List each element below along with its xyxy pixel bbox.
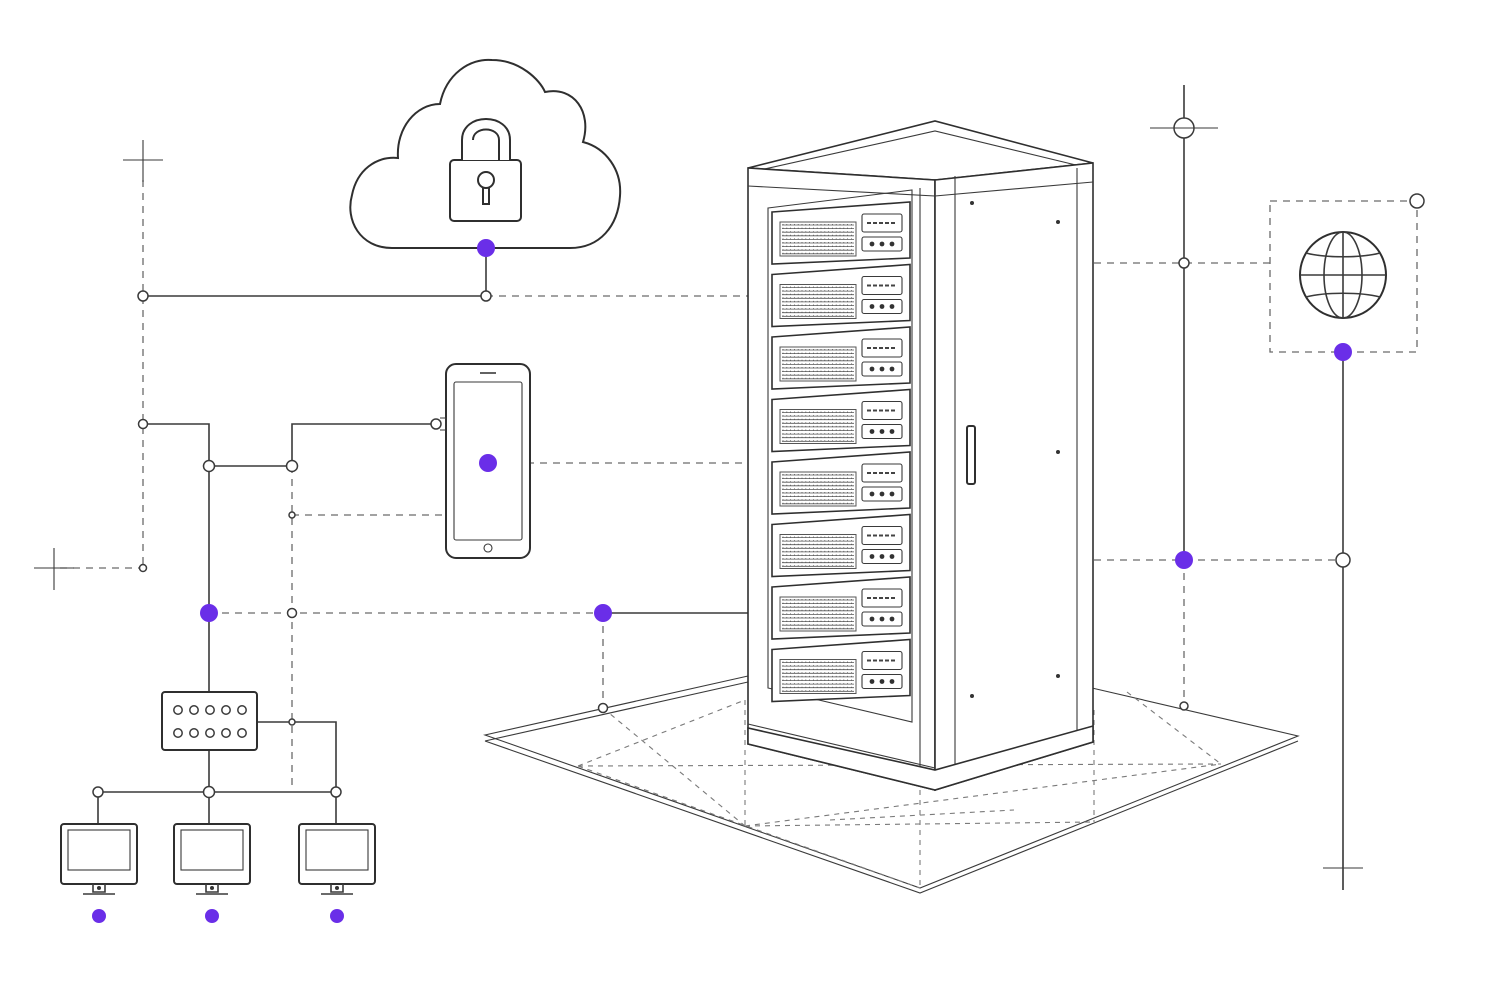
junction-nodes <box>92 257 1351 799</box>
switch-port <box>205 728 215 738</box>
switch-port <box>237 728 247 738</box>
server-unit <box>771 326 911 390</box>
monitor-icon <box>298 823 376 895</box>
junction-node <box>1179 701 1189 711</box>
server-rack-icon <box>747 120 1094 792</box>
junction-node <box>288 718 296 726</box>
accent-node <box>92 909 106 923</box>
switch-port <box>189 728 199 738</box>
junction-node <box>330 786 342 798</box>
accent-node <box>594 604 612 622</box>
junction-node <box>597 702 609 714</box>
junction-node <box>480 290 492 302</box>
globe-icon <box>1269 193 1425 353</box>
server-unit <box>771 263 911 328</box>
switch-port <box>205 705 215 715</box>
switch-port <box>237 705 247 715</box>
junction-node <box>286 607 298 619</box>
cloud-lock-icon <box>349 58 622 249</box>
switch-port <box>173 728 183 738</box>
server-unit <box>771 451 911 515</box>
connection-lines <box>60 85 1344 890</box>
accent-node <box>1334 343 1352 361</box>
switch-port <box>173 705 183 715</box>
server-unit <box>771 513 911 578</box>
crosshair-icon <box>34 548 74 590</box>
crosshair-icon <box>123 140 163 182</box>
accent-node <box>330 909 344 923</box>
junction-node <box>137 290 149 302</box>
switch-port <box>221 728 231 738</box>
accent-node <box>205 909 219 923</box>
junction-node <box>202 459 216 473</box>
switch-port <box>221 705 231 715</box>
junction-node <box>138 563 148 573</box>
accent-node <box>200 604 218 622</box>
crosshair-icon <box>1150 117 1218 139</box>
accent-nodes <box>92 239 1352 923</box>
workstations <box>60 823 376 895</box>
junction-node <box>1335 552 1351 568</box>
monitor-icon <box>173 823 251 895</box>
junction-node <box>92 786 104 798</box>
junction-node <box>285 459 299 473</box>
server-unit <box>771 201 911 265</box>
switch-port <box>189 705 199 715</box>
server-unit <box>771 388 911 453</box>
server-unit <box>771 576 911 640</box>
monitor-icon <box>60 823 138 895</box>
accent-node <box>477 239 495 257</box>
accent-node <box>479 454 497 472</box>
junction-node <box>137 418 149 430</box>
server-unit <box>771 638 911 703</box>
crosshair-icon <box>1323 850 1363 890</box>
network-switch-icon <box>161 691 258 751</box>
junction-node <box>1178 257 1190 269</box>
accent-node <box>1175 551 1193 569</box>
junction-node <box>288 511 296 519</box>
junction-node <box>202 785 216 799</box>
